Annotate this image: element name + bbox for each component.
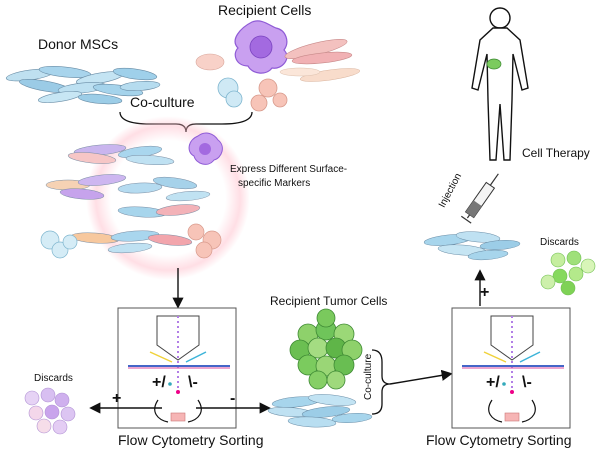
- flow-cytometer-left: [117, 307, 237, 429]
- co-culture-population: [40, 116, 250, 280]
- plus-slash-right: +/: [486, 374, 500, 391]
- discards-right-label: Discards: [540, 237, 579, 248]
- tumor-co-culture-cells: [267, 394, 373, 428]
- discards-left-cells: [24, 387, 76, 435]
- flow-cytometer-right: [451, 307, 571, 429]
- minus-sign-left: -: [230, 390, 236, 407]
- recipient-tumor-cluster: [289, 308, 363, 390]
- recipient-cells-cluster: [195, 20, 360, 112]
- donor-mscs-label: Donor MSCs: [38, 36, 119, 52]
- plus-slash-left: +/: [152, 374, 166, 391]
- plus-sign-left: +: [112, 390, 122, 407]
- express-markers-line1: Express Different Surface-: [230, 164, 348, 175]
- syringe-icon: [460, 173, 499, 224]
- flow-sorting-left-label: Flow Cytometry Sorting: [118, 432, 264, 448]
- express-markers-line2: specific Markers: [238, 178, 311, 189]
- donor-msc-cluster: [5, 66, 161, 105]
- cell-therapy-label: Cell Therapy: [522, 146, 590, 160]
- discards-right-cells: [540, 250, 596, 296]
- backslash-minus-left: \-: [188, 374, 198, 391]
- plus-sign-right: +: [480, 284, 490, 301]
- sorted-msc-cluster: [423, 231, 521, 261]
- discards-left-label: Discards: [34, 373, 73, 384]
- flow-sorting-right-label: Flow Cytometry Sorting: [426, 432, 572, 448]
- human-body-icon: [471, 7, 529, 161]
- recipient-cells-label: Recipient Cells: [218, 2, 312, 18]
- co-culture-label: Co-culture: [130, 94, 195, 110]
- recipient-tumor-cells-label: Recipient Tumor Cells: [270, 294, 388, 308]
- backslash-minus-right: \-: [522, 374, 532, 391]
- co-culture-vertical-label: Co-culture: [363, 353, 374, 400]
